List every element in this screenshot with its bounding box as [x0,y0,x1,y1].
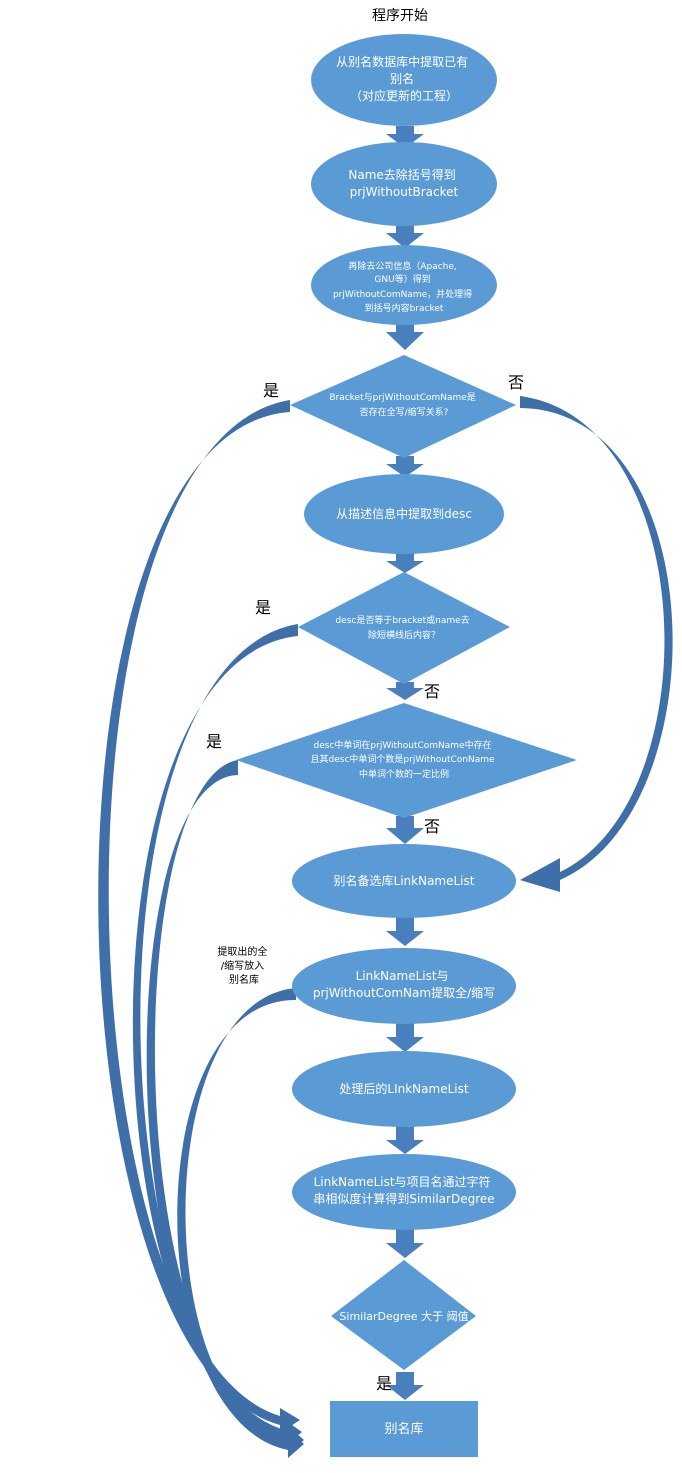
arrow-d4-end [386,1372,424,1400]
text-bracket-abbrev: Bracket与prjWithoutComName是 否存在全写/缩写关系? [329,392,478,418]
node-remove-brackets [311,142,497,226]
text-alias-db: 别名库 [384,1421,423,1437]
label-extract-note: 提取出的全 /缩写放入 别名库 [217,945,270,986]
label-yes-3: 是 [206,732,222,751]
arrow-n7-n8 [386,1126,424,1154]
label-no-3: 否 [424,817,440,836]
text-extract-desc: 从描述信息中提取到desc [336,506,472,521]
label-yes-4: 是 [376,1374,392,1393]
decision-similarity-threshold [331,1260,476,1370]
text-similarity: LinkNameList与项目名通过字符 串相似度计算得到SimilarDegr… [313,1174,494,1206]
arrow-n5-n6 [386,917,424,946]
arrow-n2-n3 [386,223,424,248]
text-linknamelist: 别名备选库LinkNameList [334,873,475,888]
label-yes-2: 是 [255,598,271,617]
arrow-n1-n2 [386,126,424,148]
node-fetch-aliases [311,34,497,126]
curve-no-d1-to-linknamelist [520,396,673,892]
node-extract-desc [304,474,504,554]
label-no-2: 否 [424,682,440,701]
text-remove-brackets: Name去除括号得到 prjWithoutBracket [348,167,459,199]
flowchart-title: 程序开始 [372,8,428,24]
arrow-n6-n7 [386,1023,424,1052]
arrow-d2-d3 [386,682,424,700]
down-arrows [386,126,424,1400]
node-linknamelist [292,844,516,918]
arrow-n3-d1 [386,322,424,350]
node-extract-abbrev [292,948,516,1024]
node-processed-linknamelist [292,1051,516,1127]
text-similarity-threshold: SimilarDegree 大于 阈值 [339,1309,468,1323]
text-remove-company-info: 再除去公司信息（Apache, GNU等）得到 prjWithoutComNam… [333,260,475,314]
decision-desc-equals [298,572,510,684]
node-similarity [292,1154,516,1230]
text-desc-equals: desc是否等于bracket或name去 除短横线后内容？ [335,614,472,641]
curve-yes-d1-to-aliasdb [98,400,300,1433]
arrow-n4-d2 [386,552,424,573]
curve-extract-to-aliasdb [177,988,304,1458]
arrow-d1-n4 [386,456,424,477]
curve-yes-d3-to-aliasdb [146,760,304,1454]
text-fetch-aliases: 从别名数据库中提取已有 别名 （对应更新的工程） [336,54,472,103]
label-no-1: 否 [508,373,524,392]
node-remove-company-info [311,245,497,325]
decision-bracket-abbrev [290,355,516,458]
text-desc-words-ratio: desc中单词在prjWithoutComName中存在 且其desc中单词个数… [311,739,498,780]
label-yes-1: 是 [263,381,279,400]
arrow-d3-n5 [386,816,424,844]
arrow-n8-d4 [386,1229,424,1258]
text-extract-abbrev: LinkNameList与 prjWithoutComNam提取全/缩写 [313,969,495,1000]
text-processed-linknamelist: 处理后的LInkNameList [339,1081,468,1096]
decision-desc-words-ratio [236,703,577,818]
node-alias-db [330,1401,478,1457]
